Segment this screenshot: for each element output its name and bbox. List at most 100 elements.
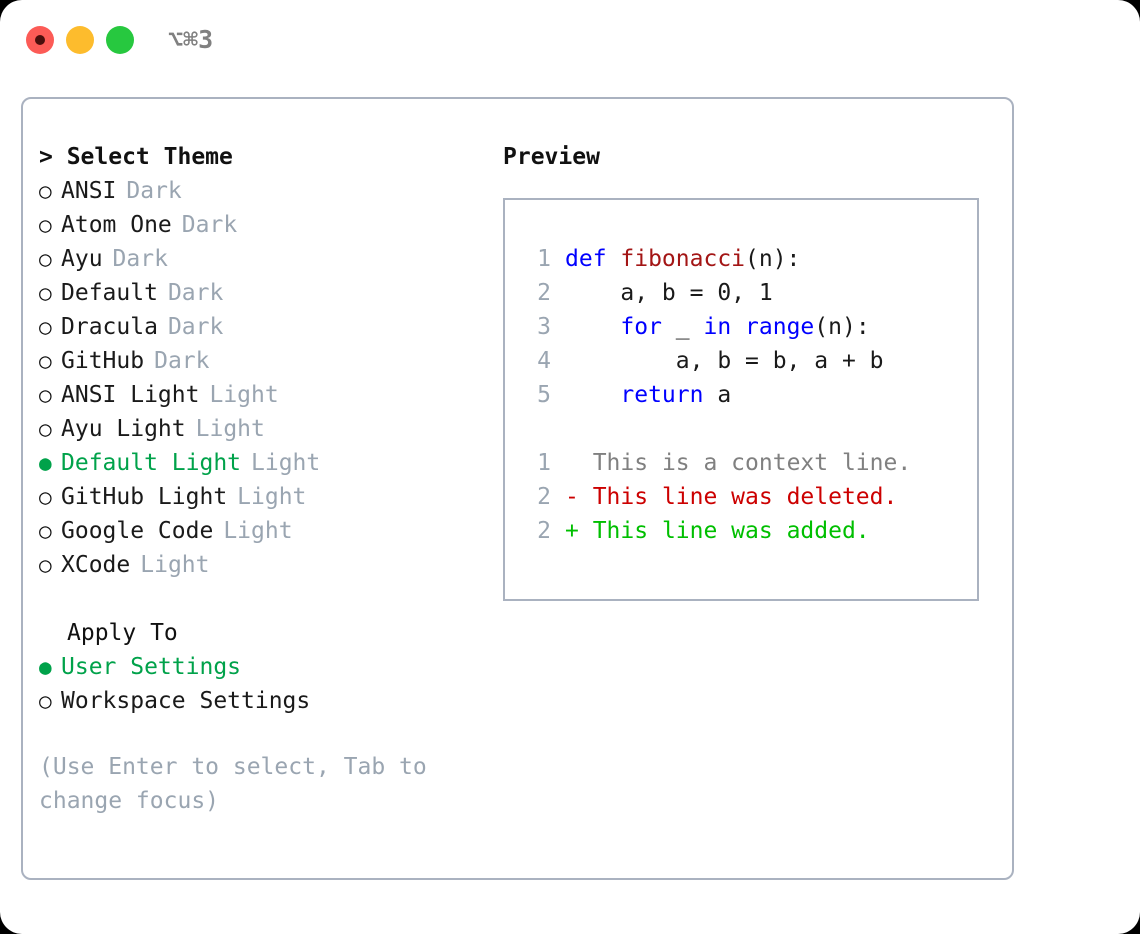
theme-option-google-code[interactable]: ○ Google Code Light bbox=[39, 514, 489, 548]
code-line: 2 a, b = 0, 1 bbox=[505, 276, 977, 310]
line-number: 2 bbox=[537, 280, 551, 306]
diff-marker: + bbox=[565, 518, 579, 544]
theme-mode-badge: Light bbox=[195, 416, 265, 442]
select-theme-heading: > Select Theme bbox=[39, 144, 233, 170]
code-token: fibonacci bbox=[620, 246, 746, 272]
theme-option-atom-one[interactable]: ○ Atom One Dark bbox=[39, 208, 489, 242]
theme-mode-badge: Dark bbox=[154, 348, 210, 374]
radio-unselected-icon: ○ bbox=[39, 417, 52, 441]
line-number: 5 bbox=[537, 382, 551, 408]
apply-to-option-user-settings[interactable]: ●User Settings bbox=[39, 650, 489, 684]
theme-mode-badge: Light bbox=[237, 484, 307, 510]
theme-mode-badge: Dark bbox=[167, 280, 224, 306]
theme-mode-badge: Dark bbox=[126, 178, 182, 204]
code-token: (n): bbox=[814, 314, 870, 340]
theme-option-label: Ayu Light bbox=[61, 416, 186, 442]
radio-unselected-icon: ○ bbox=[39, 689, 52, 713]
line-number: 2 bbox=[537, 484, 551, 510]
theme-mode-badge: Light bbox=[209, 382, 279, 408]
code-line-content: for _ in range(n): bbox=[565, 310, 870, 344]
radio-unselected-icon: ○ bbox=[39, 349, 52, 373]
theme-option-label: Default bbox=[61, 280, 158, 306]
code-blank-line bbox=[505, 412, 977, 446]
line-number: 1 bbox=[537, 246, 551, 272]
theme-mode-badge: Light bbox=[140, 552, 210, 578]
diff-line-text: This is a context line. bbox=[578, 450, 912, 476]
theme-option-label: Default Light bbox=[61, 450, 242, 476]
code-token: return bbox=[620, 382, 704, 408]
theme-option-label: Atom One bbox=[61, 212, 172, 238]
diff-line: 2 + This line was added. bbox=[505, 514, 977, 548]
theme-mode-badge: Dark bbox=[167, 314, 224, 340]
radio-unselected-icon: ○ bbox=[39, 213, 52, 237]
line-number: 3 bbox=[537, 314, 551, 340]
theme-option-label: Dracula bbox=[61, 314, 158, 340]
diff-line-text: This line was deleted. bbox=[578, 484, 898, 510]
radio-unselected-icon: ○ bbox=[39, 383, 52, 407]
theme-option-ansi-light[interactable]: ○ ANSI Light Light bbox=[39, 378, 489, 412]
close-button[interactable] bbox=[26, 26, 54, 54]
diff-line: 2- This line was deleted. bbox=[505, 480, 977, 514]
spacer bbox=[39, 582, 489, 616]
diff-marker: - bbox=[565, 484, 579, 510]
code-token: def bbox=[565, 246, 621, 272]
theme-option-label: ANSI bbox=[61, 178, 117, 204]
code-line-content: a, b = 0, 1 bbox=[565, 276, 773, 310]
diff-marker bbox=[565, 446, 579, 480]
theme-option-dracula[interactable]: ○ Dracula Dark bbox=[39, 310, 489, 344]
line-number: 2 bbox=[537, 518, 551, 544]
code-token: a bbox=[703, 382, 732, 408]
apply-to-option-label: Workspace Settings bbox=[61, 688, 311, 714]
diff-line: 1 This is a context line. bbox=[505, 446, 977, 480]
code-line-content: def fibonacci(n): bbox=[565, 242, 800, 276]
apply-to-heading: Apply To bbox=[67, 620, 178, 646]
code-line-content: a, b = b, a + b bbox=[565, 344, 884, 378]
theme-option-github-light[interactable]: ○ GitHub Light Light bbox=[39, 480, 489, 514]
radio-unselected-icon: ○ bbox=[39, 553, 52, 577]
apply-to-option-workspace-settings[interactable]: ○ Workspace Settings bbox=[39, 684, 489, 718]
radio-unselected-icon: ○ bbox=[39, 519, 52, 543]
code-line: 4 a, b = b, a + b bbox=[505, 344, 977, 378]
code-line: 3 for _ in range(n): bbox=[505, 310, 977, 344]
theme-mode-badge: Dark bbox=[112, 246, 168, 272]
code-token: _ bbox=[661, 314, 704, 340]
preview-heading: Preview bbox=[503, 144, 600, 170]
theme-option-label: Ayu bbox=[61, 246, 103, 272]
theme-option-xcode[interactable]: ○ XCode Light bbox=[39, 548, 489, 582]
theme-mode-badge: Light bbox=[251, 450, 321, 476]
title-bar: ⌥⌘3 bbox=[0, 0, 1140, 78]
maximize-button[interactable] bbox=[106, 26, 134, 54]
line-number: 4 bbox=[537, 348, 551, 374]
theme-mode-badge: Dark bbox=[181, 212, 238, 238]
theme-option-default[interactable]: ○ Default Dark bbox=[39, 276, 489, 310]
code-token: a, b = b, a + b bbox=[565, 348, 884, 374]
code-token: a, b = 0, 1 bbox=[565, 280, 773, 306]
code-line-content: return a bbox=[565, 378, 731, 412]
code-token bbox=[731, 314, 745, 340]
theme-option-label: GitHub Light bbox=[61, 484, 228, 510]
theme-option-label: Google Code bbox=[61, 518, 214, 544]
radio-unselected-icon: ○ bbox=[39, 281, 52, 305]
theme-option-ayu-light[interactable]: ○ Ayu Light Light bbox=[39, 412, 489, 446]
radio-selected-icon: ● bbox=[39, 655, 52, 679]
radio-unselected-icon: ○ bbox=[39, 315, 52, 339]
diff-line-text: This line was added. bbox=[578, 518, 870, 544]
theme-option-label: XCode bbox=[61, 552, 131, 578]
minimize-button[interactable] bbox=[66, 26, 94, 54]
code-token: in bbox=[703, 314, 732, 340]
radio-unselected-icon: ○ bbox=[39, 485, 52, 509]
code-token: range bbox=[745, 314, 815, 340]
theme-mode-badge: Light bbox=[223, 518, 293, 544]
code-token bbox=[565, 314, 620, 340]
theme-option-label: ANSI Light bbox=[61, 382, 200, 408]
